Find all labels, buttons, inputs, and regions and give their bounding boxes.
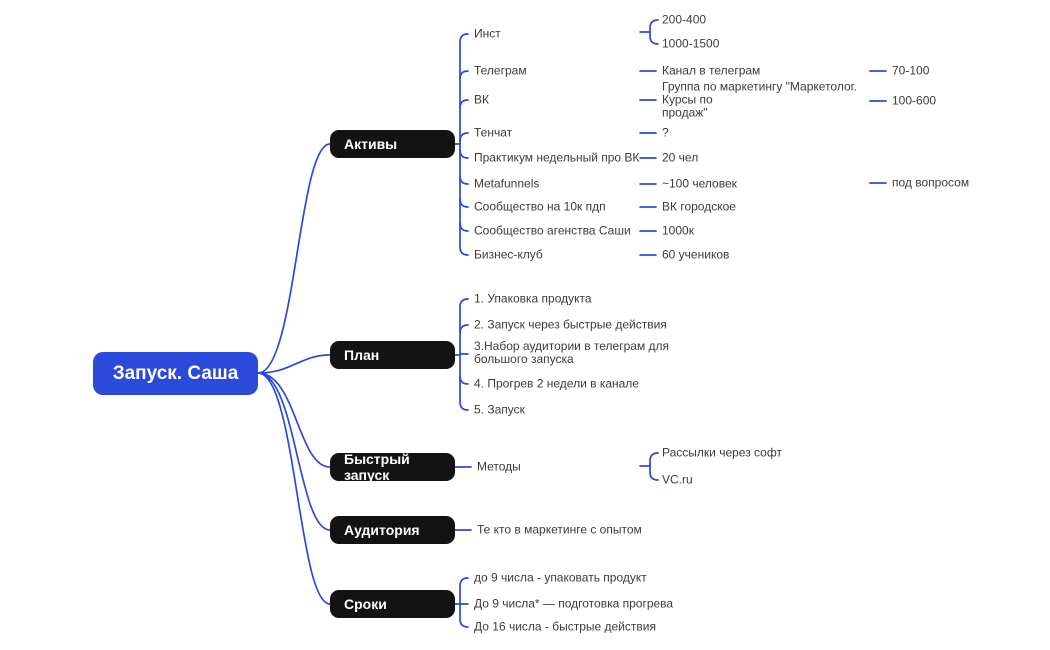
branch-aktivy[interactable]: Активы [330,130,455,158]
branch-label: Активы [344,136,398,152]
topic-srok-do-9-upakovat[interactable]: до 9 числа - упаковать продукт [474,570,647,585]
topic-plan-5-zapusk[interactable]: 5. Запуск [474,402,525,417]
topic-vc-ru[interactable]: VC.ru [662,472,693,487]
topic-60-uchenikov[interactable]: 60 учеников [662,247,730,262]
topic-plan-4-progrev[interactable]: 4. Прогрев 2 недели в канале [474,376,639,391]
topic-pod-voprosom[interactable]: под вопросом [892,175,970,190]
topic-vk[interactable]: ВК [474,92,489,107]
topic-soobshchestvo-10k-pdp[interactable]: Сообщество на 10к пдп [474,199,606,214]
root-topic-label: Запуск. Саша [112,362,239,384]
branch-sroki[interactable]: Сроки [330,590,455,618]
branch-label: Аудитория [344,522,420,538]
branch-auditoriya[interactable]: Аудитория [330,516,455,544]
topic-question-mark[interactable]: ? [662,125,669,140]
branch-plan[interactable]: План [330,341,455,369]
topic-biznes-klub[interactable]: Бизнес-клуб [474,247,543,262]
branch-bystryj-zapusk[interactable]: Быстрый запуск [330,451,455,483]
branch-label: Быстрый запуск [344,451,410,483]
topic-srok-do-16-bystrye[interactable]: До 16 числа - быстрые действия [474,619,656,634]
topic-100-chelovek[interactable]: ~100 человек [662,176,737,191]
topic-100-600[interactable]: 100-600 [892,93,937,108]
branch-label: Сроки [344,596,387,612]
topic-20-chel[interactable]: 20 чел [662,150,699,165]
topic-vk-gorodskoe[interactable]: ВК городское [662,199,736,214]
topic-200-400[interactable]: 200-400 [662,12,707,27]
topic-soobshchestvo-agenstva[interactable]: Сообщество агенства Саши [474,223,631,238]
topic-70-100[interactable]: 70-100 [892,63,930,78]
topic-telegram[interactable]: Телеграм [474,63,527,78]
topic-1000k[interactable]: 1000к [662,223,694,238]
topic-te-kto-v-marketinge[interactable]: Те кто в маркетинге с опытом [477,522,642,537]
topic-plan-3-nabor[interactable]: 3.Набор аудитории в телеграм для большог… [474,339,670,366]
topic-plan-1-upakovka[interactable]: 1. Упаковка продукта [474,291,592,306]
topic-srok-do-9-podgotovka[interactable]: До 9 числа* — подготовка прогрева [474,596,674,611]
topic-plan-2-zapusk[interactable]: 2. Запуск через быстрые действия [474,317,667,332]
topic-kanal-v-telegram[interactable]: Канал в телеграм [662,63,761,78]
topic-inst[interactable]: Инст [474,26,501,41]
topic-rassylki-cherez-soft[interactable]: Рассылки через софт [662,445,782,460]
root-topic[interactable]: Запуск. Саша [93,352,258,395]
branch-label: План [344,347,380,363]
topic-1000-1500[interactable]: 1000-1500 [662,36,720,51]
topic-tenchat[interactable]: Тенчат [474,125,513,140]
topic-metody[interactable]: Методы [477,459,521,474]
topic-praktikum-pro-vk[interactable]: Практикум недельный про ВК [474,150,640,165]
topic-metafunnels[interactable]: Metafunnels [474,176,540,191]
topic-gruppa-po-marketingu[interactable]: Группа по маркетингу "Маркетолог. Курсы … [662,79,857,120]
